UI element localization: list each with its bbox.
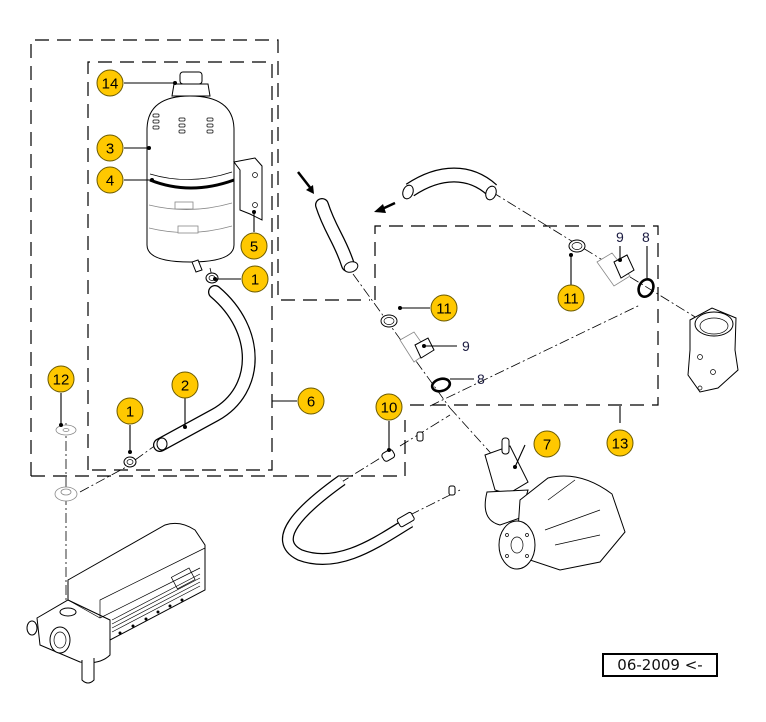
tank-hose — [153, 285, 256, 452]
o-ring-center — [430, 377, 452, 393]
tank-cap-top — [179, 71, 203, 85]
svg-text:3: 3 — [106, 141, 114, 158]
callout-4[interactable]: 4 — [96, 166, 124, 194]
date-stamp: 06-2009 <- — [602, 653, 718, 677]
svg-text:6: 6 — [307, 394, 315, 411]
svg-text:14: 14 — [102, 76, 119, 93]
callout-2[interactable]: 2 — [171, 371, 199, 399]
water-pump — [484, 437, 626, 571]
svg-text:12: 12 — [53, 372, 70, 389]
frame-tank-group — [87, 61, 273, 471]
o-ring-right — [637, 278, 655, 298]
svg-text:1: 1 — [126, 404, 134, 421]
svg-text:13: 13 — [612, 436, 629, 453]
callout-13[interactable]: 13 — [606, 429, 634, 457]
svg-text:1: 1 — [251, 272, 259, 289]
label-9-right[interactable]: 9 — [616, 229, 624, 245]
small-clamps — [416, 431, 456, 496]
callout-12[interactable]: 12 — [47, 365, 75, 393]
callout-11-right[interactable]: 11 — [557, 284, 585, 312]
group-frames — [30, 39, 659, 477]
thermostat-housing — [687, 307, 739, 393]
callout-5[interactable]: 5 — [240, 232, 268, 260]
label-8-right[interactable]: 8 — [642, 229, 650, 245]
svg-text:5: 5 — [250, 239, 258, 256]
expansion-tank — [146, 71, 263, 273]
callout-11-center[interactable]: 11 — [430, 294, 458, 322]
hose-clamp-right — [568, 239, 586, 253]
label-8-center[interactable]: 8 — [477, 371, 485, 387]
callout-3[interactable]: 3 — [96, 134, 124, 162]
callout-10[interactable]: 10 — [375, 393, 403, 421]
svg-text:11: 11 — [436, 301, 452, 318]
svg-text:4: 4 — [106, 173, 114, 190]
label-9-center[interactable]: 9 — [462, 338, 470, 354]
svg-text:2: 2 — [181, 378, 189, 395]
frame-outer-left — [30, 39, 370, 476]
mounting-bracket — [233, 157, 263, 221]
callout-7[interactable]: 7 — [533, 430, 561, 458]
svg-text:11: 11 — [563, 291, 579, 308]
flow-arrow-out-icon — [374, 204, 386, 213]
heater-unit — [26, 522, 206, 684]
tank-body — [146, 95, 235, 263]
center-fitting — [380, 314, 452, 393]
callout-1-lower[interactable]: 1 — [116, 397, 144, 425]
flow-arrow-in-icon — [306, 185, 314, 194]
svg-text:10: 10 — [381, 400, 398, 417]
callout-14[interactable]: 14 — [96, 69, 124, 97]
frame-fitting-group — [374, 225, 659, 406]
leader-lines — [59, 81, 648, 469]
hose-connector — [381, 449, 396, 462]
right-fitting — [568, 239, 655, 298]
callout-6[interactable]: 6 — [297, 387, 325, 415]
inlet-hose — [297, 171, 359, 273]
bypass-hose — [282, 475, 415, 566]
tank-cap-hex — [171, 83, 211, 97]
tank-vents — [152, 113, 214, 134]
outlet-hose — [374, 167, 498, 213]
tank-strap — [149, 178, 235, 190]
tank-outlet — [191, 259, 203, 273]
frame-outer-bottom — [31, 420, 406, 477]
callout-1-upper[interactable]: 1 — [241, 265, 269, 293]
hose-clamp-center — [380, 314, 398, 328]
hose-clamp-lower — [123, 456, 137, 468]
svg-text:7: 7 — [543, 437, 551, 454]
grommet — [54, 424, 78, 502]
